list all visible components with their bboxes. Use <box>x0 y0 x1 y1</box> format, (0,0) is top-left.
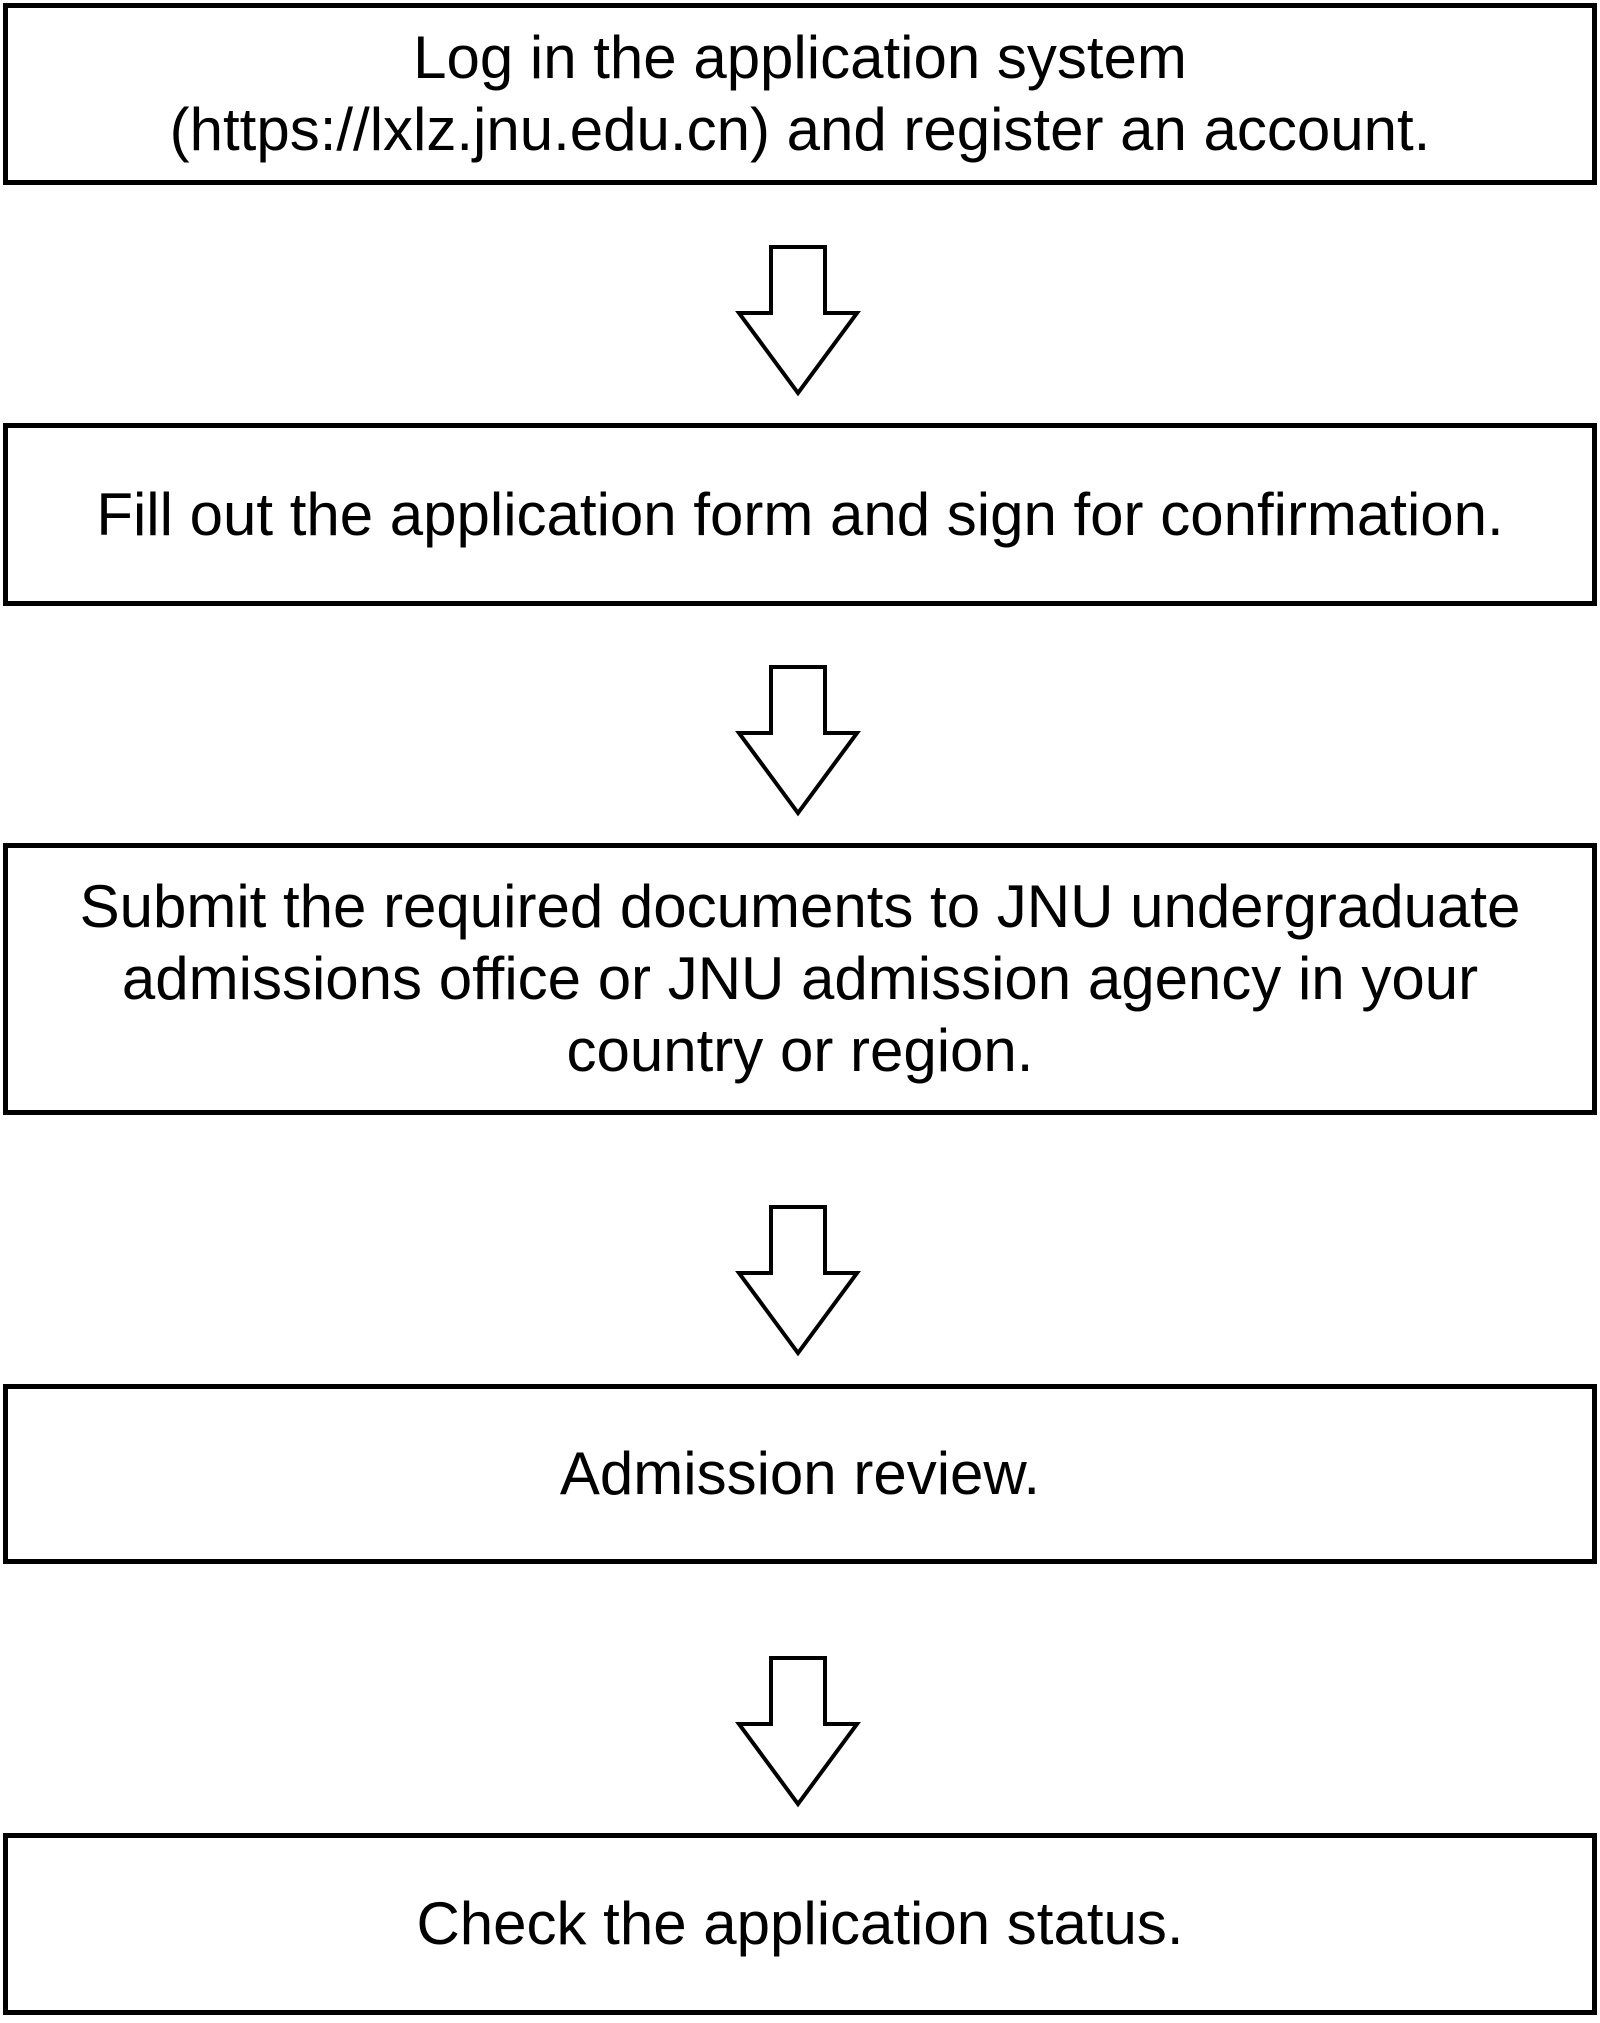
step-text-login-register: Log in the application system (https://l… <box>169 24 1431 163</box>
step-box-submit-documents: Submit the required documents to JNU und… <box>3 843 1597 1115</box>
step-box-login-register: Log in the application system (https://l… <box>3 3 1597 185</box>
step-text-fill-form: Fill out the application form and sign f… <box>96 480 1504 548</box>
down-arrow-icon <box>735 1205 861 1357</box>
step-text-check-status: Check the application status. <box>416 1890 1184 1957</box>
step-box-check-status: Check the application status. <box>3 1833 1597 2015</box>
down-arrow-icon <box>735 665 861 817</box>
step-box-admission-review: Admission review. <box>3 1384 1597 1564</box>
step-text-admission-review: Admission review. <box>559 1440 1041 1507</box>
step-text-submit-documents: Submit the required documents to JNU und… <box>79 873 1521 1084</box>
down-arrow-icon <box>735 245 861 397</box>
down-arrow-icon <box>735 1656 861 1808</box>
step-box-fill-form: Fill out the application form and sign f… <box>3 423 1597 606</box>
